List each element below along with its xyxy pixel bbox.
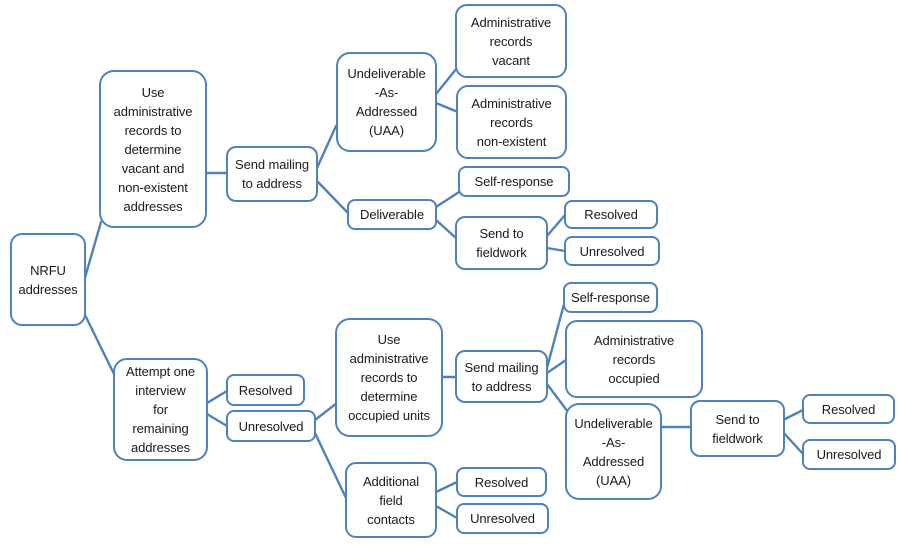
node-send-mailing-to-address-top: Send mailing to address — [226, 146, 318, 202]
node-attempt-one-interview: Attempt one interview for remaining addr… — [113, 358, 208, 461]
connector-additional-field-to-resolved-4 — [434, 480, 459, 494]
node-admin-records-vacant: Administrative records vacant — [455, 4, 567, 78]
node-resolved-fieldwork-bottom: Resolved — [802, 394, 895, 424]
node-undeliverable-as-addressed-bottom: Undeliverable -As- Addressed (UAA) — [565, 403, 662, 500]
node-resolved-interview: Resolved — [226, 374, 305, 406]
connector-send-mailing-2-to-self-response-2 — [545, 302, 566, 370]
connector-attempt-one-to-unresolved-2 — [205, 412, 229, 428]
connector-send-mailing-1-to-deliverable — [315, 179, 350, 215]
node-additional-field-contacts: Additional field contacts — [345, 462, 437, 538]
node-unresolved-fieldwork-bottom: Unresolved — [802, 439, 896, 470]
node-use-admin-records-occupied: Use administrative records to determine … — [335, 318, 443, 437]
connector-deliverable-to-send-fieldwork-1 — [434, 218, 458, 240]
connector-send-fieldwork-1-to-unresolved-1 — [545, 246, 567, 253]
connector-send-fieldwork-2-to-resolved-3 — [781, 408, 805, 422]
node-send-to-fieldwork-bottom: Send to fieldwork — [690, 400, 785, 457]
node-unresolved-interview: Unresolved — [226, 410, 316, 442]
connector-additional-field-to-unresolved-4 — [434, 504, 459, 520]
connector-send-fieldwork-2-to-unresolved-3 — [781, 430, 805, 456]
connector-unresolved-2-to-use-admin-occupied — [313, 401, 339, 422]
node-admin-records-nonexistent: Administrative records non-existent — [456, 85, 567, 159]
node-unresolved-field-contacts: Unresolved — [456, 503, 549, 534]
connector-send-mailing-1-to-uaa-1 — [315, 124, 338, 170]
node-admin-records-occupied: Administrative records occupied — [565, 320, 703, 398]
connector-send-fieldwork-1-to-resolved-1 — [545, 213, 567, 238]
node-self-response-top: Self-response — [458, 166, 570, 197]
node-send-mailing-to-address-bottom: Send mailing to address — [455, 350, 548, 403]
node-send-to-fieldwork-top: Send to fieldwork — [455, 216, 548, 270]
node-use-admin-records-vacant: Use administrative records to determine … — [99, 70, 207, 228]
node-resolved-top: Resolved — [564, 200, 658, 229]
connector-deliverable-to-self-response-1 — [434, 190, 461, 209]
node-self-response-bottom: Self-response — [563, 282, 658, 313]
connector-nrfu-to-use-admin-vacant — [82, 220, 103, 283]
connector-send-mailing-2-to-uaa-2 — [545, 382, 570, 414]
connector-uaa-1-to-admin-vacant — [434, 66, 459, 96]
node-undeliverable-as-addressed-top: Undeliverable -As- Addressed (UAA) — [336, 52, 437, 152]
node-resolved-field-contacts: Resolved — [456, 467, 547, 497]
node-nrfu-addresses: NRFU addresses — [10, 233, 86, 326]
connector-uaa-1-to-admin-nonexistent — [434, 101, 460, 114]
node-deliverable: Deliverable — [347, 199, 437, 230]
connector-attempt-one-to-resolved-2 — [205, 389, 229, 405]
connector-send-mailing-2-to-admin-occupied — [545, 358, 568, 375]
node-unresolved-top: Unresolved — [564, 236, 660, 266]
connector-unresolved-2-to-additional-field — [313, 431, 348, 500]
connector-nrfu-to-attempt-one — [83, 313, 116, 376]
